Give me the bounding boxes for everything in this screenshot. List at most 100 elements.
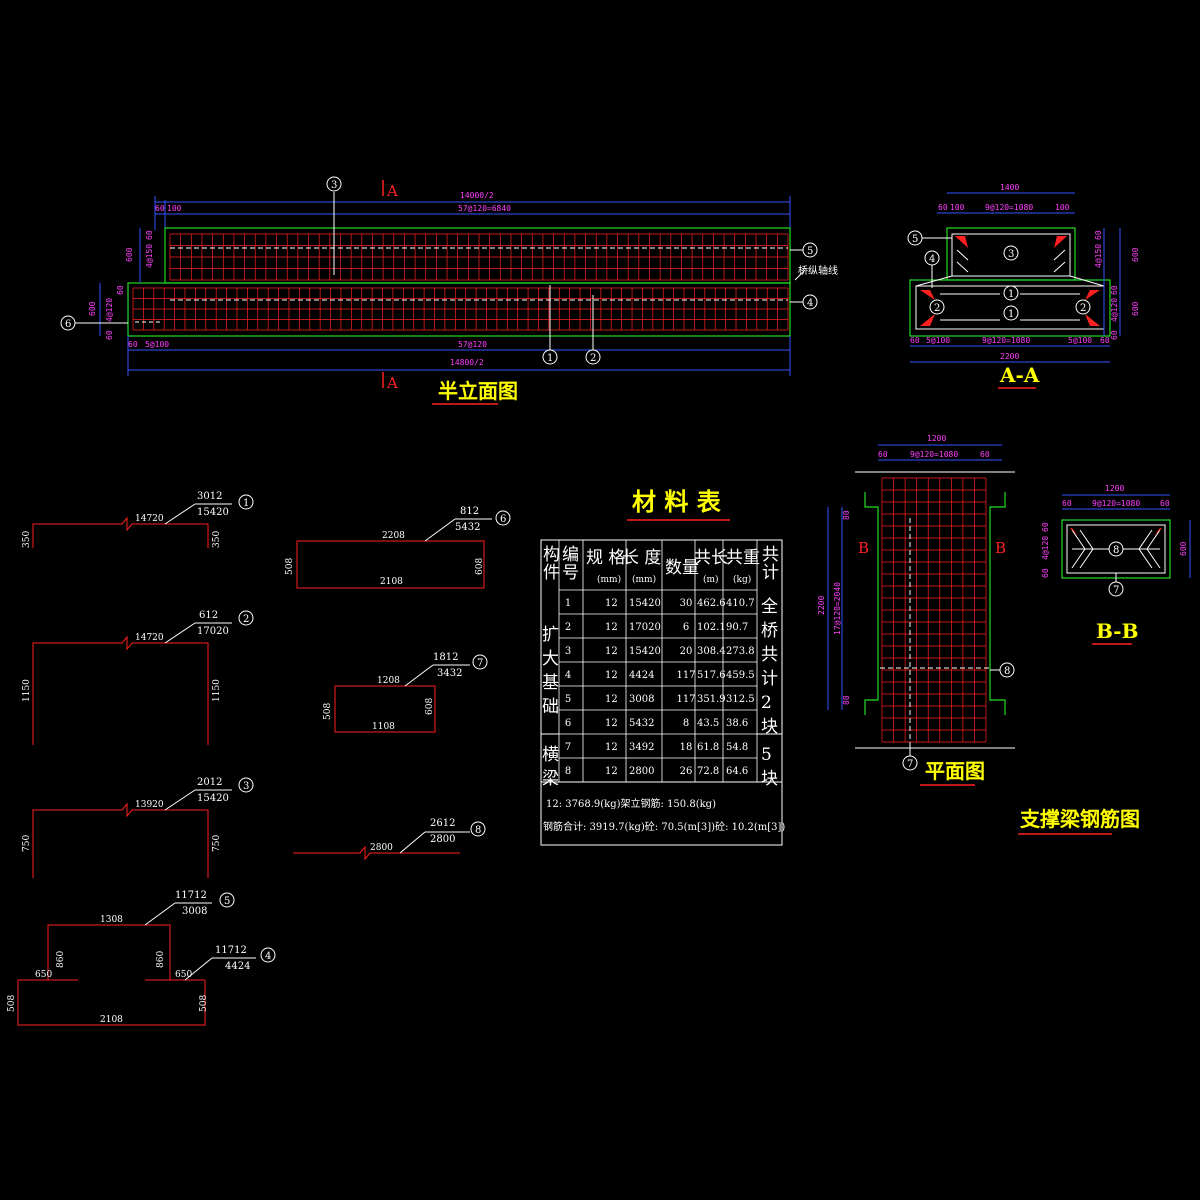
th-len: 长 度 bbox=[622, 548, 661, 568]
drawing-title: 支撑梁钢筋图 bbox=[1020, 807, 1140, 831]
bar5-leg1: 650 bbox=[35, 970, 52, 980]
bar5-n1: 11712 bbox=[175, 890, 207, 901]
bb-dim-top: 1200 bbox=[1105, 484, 1124, 493]
half-elevation-view: 14000/2 57@120=6840 60 100 A A 60 5@100 … bbox=[60, 176, 838, 405]
aa-dim-right-upper: 600 bbox=[1131, 247, 1140, 262]
bar2-h1: 1150 bbox=[22, 679, 32, 702]
aa-dim-bottom-d: 60 bbox=[1100, 336, 1110, 345]
bar-shape-5-4: 1308 11712 3008 5 860 860 650 650 508 50… bbox=[7, 890, 276, 1026]
vertical-char: 础 bbox=[542, 697, 559, 717]
aa-rebar-dots bbox=[920, 236, 1100, 326]
plan-view: 1200 60 9@120=1080 60 2200 17@120=2040 8… bbox=[817, 434, 1015, 786]
elev-title: 半立面图 bbox=[438, 379, 518, 403]
plan-dim-left: 2200 bbox=[817, 596, 826, 615]
bb-dim-top-a: 60 bbox=[1062, 499, 1072, 508]
bar8-len: 2800 bbox=[370, 843, 393, 853]
aa-callout-2a: 2 bbox=[934, 303, 940, 314]
table-cell: 12 bbox=[605, 670, 618, 681]
bar2-n1: 612 bbox=[199, 610, 218, 621]
elev-upper-beam-outline bbox=[164, 227, 791, 284]
bar3-n2: 15420 bbox=[197, 793, 229, 804]
table-cell: 2 bbox=[565, 622, 571, 633]
vertical-char: 桥 bbox=[761, 621, 778, 641]
th-tlen: 共长 bbox=[694, 548, 728, 568]
table-cell: 410.7 bbox=[726, 598, 755, 609]
elev-dim-bottom-b: 5@100 bbox=[145, 340, 169, 349]
vertical-char: 块 bbox=[761, 769, 778, 789]
table-cell: 64.6 bbox=[726, 766, 748, 777]
plan-callout-8: 8 bbox=[1004, 666, 1010, 677]
vertical-char: 扩 bbox=[542, 625, 559, 645]
th-tot-b: 计 bbox=[762, 563, 779, 583]
table-cell: 12 bbox=[605, 622, 618, 633]
aa-dim-right-60b: 60 bbox=[1110, 285, 1119, 295]
th-wt-unit: (kg) bbox=[733, 574, 751, 585]
bb-dim-top-b: 60 bbox=[1160, 499, 1170, 508]
bb-dim-right: 600 bbox=[1179, 541, 1188, 556]
bb-callout-8: 8 bbox=[1113, 545, 1119, 556]
bar5-h4: 508 bbox=[199, 995, 209, 1012]
table-cell: 1 bbox=[565, 598, 571, 609]
table-cell: 72.8 bbox=[697, 766, 719, 777]
table-cell: 12 bbox=[605, 718, 618, 729]
elev-callout-1: 1 bbox=[547, 353, 553, 364]
bar-shape-2: 14720 612 17020 2 1150 1150 bbox=[22, 610, 254, 745]
bar1-len: 14720 bbox=[135, 514, 164, 524]
plan-dim-left-a: 80 bbox=[842, 510, 851, 520]
aa-dim-right-60c: 60 bbox=[1110, 330, 1119, 340]
bar-shape-6: 2208 2108 508 608 812 5432 6 bbox=[285, 506, 511, 589]
table-group-crossbeam: 横梁 bbox=[542, 745, 559, 789]
bb-dim-left-b: 60 bbox=[1041, 568, 1050, 578]
table-cell: 12 bbox=[605, 742, 618, 753]
table-cell: 90.7 bbox=[726, 622, 748, 633]
table-cell: 3008 bbox=[629, 694, 654, 705]
bar-shape-7: 1208 1108 508 608 1812 3432 7 bbox=[323, 652, 488, 733]
bar2-n2: 17020 bbox=[197, 626, 229, 637]
aa-lower-outline bbox=[909, 279, 1111, 337]
table-cell: 26 bbox=[680, 766, 693, 777]
table-cell: 12 bbox=[605, 646, 618, 657]
bar3-h1: 750 bbox=[22, 835, 32, 852]
bb-dim-top-sp: 9@120=1080 bbox=[1092, 499, 1140, 508]
bar6-h2: 608 bbox=[475, 558, 485, 575]
aa-dim-right-lower-sp: 4@120 bbox=[1110, 298, 1119, 322]
vertical-char: 5 bbox=[761, 745, 772, 765]
th-spec-unit: (mm) bbox=[597, 574, 621, 585]
bar2-callout: 2 bbox=[243, 614, 249, 625]
table-cell: 12 bbox=[605, 598, 618, 609]
bar2-len: 14720 bbox=[135, 633, 164, 643]
table-cell: 20 bbox=[680, 646, 693, 657]
elev-dim-total-bottom: 14800/2 bbox=[450, 358, 484, 367]
th-qty: 数量 bbox=[665, 558, 699, 578]
aa-callout-4: 4 bbox=[929, 254, 935, 265]
table-cell: 5 bbox=[565, 694, 571, 705]
vertical-char: 梁 bbox=[542, 769, 559, 789]
elev-dim-vert-lower-a: 60 bbox=[116, 285, 125, 295]
aa-dim-top-c: 100 bbox=[1055, 203, 1070, 212]
elev-dim-vert-lower-sp: 4@120 bbox=[105, 298, 114, 322]
table-cell: 17020 bbox=[629, 622, 661, 633]
elev-callout-2: 2 bbox=[590, 353, 596, 364]
bar3-callout: 3 bbox=[243, 781, 249, 792]
bar5-leg2: 650 bbox=[175, 970, 192, 980]
bar6-callout: 6 bbox=[500, 514, 506, 525]
th-len-unit: (mm) bbox=[632, 574, 656, 585]
plan-title: 平面图 bbox=[925, 759, 985, 783]
bar5-h3: 508 bbox=[7, 995, 17, 1012]
elev-dim-bottom-a: 60 bbox=[128, 340, 138, 349]
bar1-n2: 15420 bbox=[197, 507, 229, 518]
aa-dim-bottom-a: 60 bbox=[910, 336, 920, 345]
aa-dim-top: 1400 bbox=[1000, 183, 1019, 192]
th-part-a: 构 bbox=[543, 545, 560, 565]
vertical-char: 基 bbox=[542, 673, 559, 693]
plan-rebar-grid bbox=[881, 477, 987, 743]
plan-section-mark-left: B bbox=[858, 539, 869, 557]
plan-dim-left-b: 80 bbox=[842, 695, 851, 705]
th-tlen-unit: (m) bbox=[703, 574, 719, 585]
bar1-n1: 3012 bbox=[197, 491, 222, 502]
plan-dim-top-b: 60 bbox=[980, 450, 990, 459]
bb-hatch bbox=[1071, 529, 1161, 569]
bar5-callout: 5 bbox=[224, 896, 230, 907]
